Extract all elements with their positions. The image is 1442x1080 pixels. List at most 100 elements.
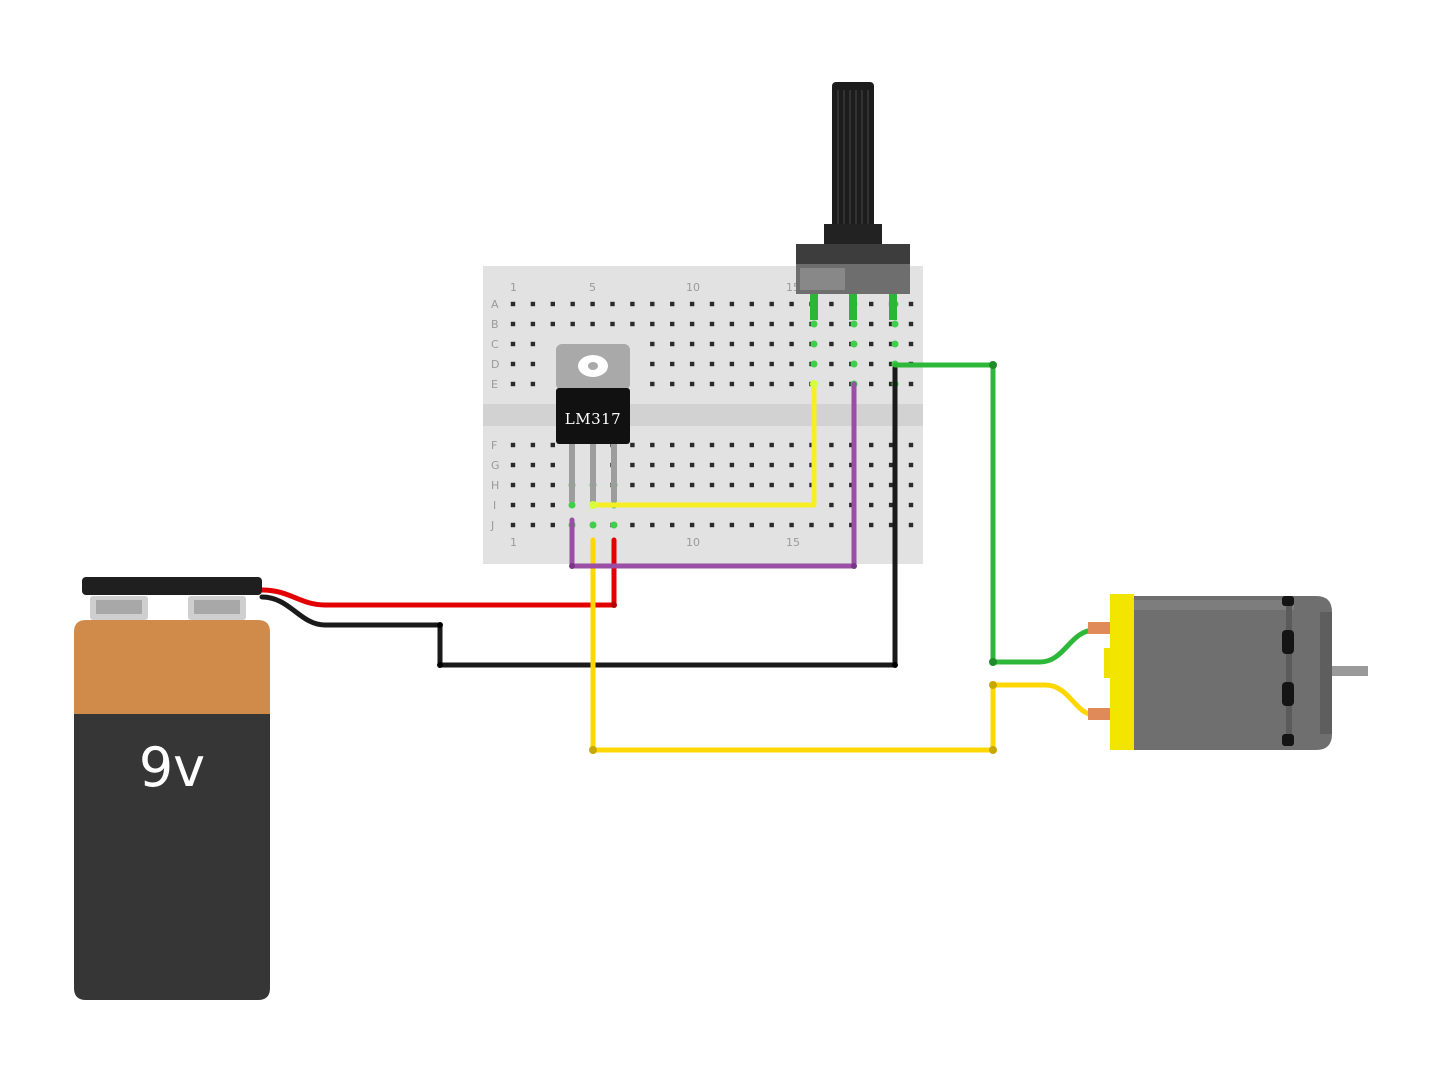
breadboard-hole [670,341,675,347]
row-label-f: F [491,439,497,452]
potentiometer [796,82,910,320]
lm317-regulator: LM317 [556,344,630,502]
breadboard-hole [689,522,695,528]
breadboard-hole [849,522,854,528]
breadboard-hole [789,381,794,387]
breadboard-hole [689,482,695,488]
breadboard-hole [908,341,914,347]
breadboard-hole [829,502,834,508]
motor-shaft [1332,666,1368,676]
breadboard-hole [789,361,794,367]
breadboard-hole [650,482,655,488]
breadboard-hole [829,361,834,367]
breadboard-hole [670,482,675,488]
breadboard-hole [510,482,516,488]
breadboard-hole [908,502,914,508]
breadboard-hole [769,462,774,468]
breadboard-hole-connected [850,340,858,348]
col-label-top-5: 5 [589,281,596,294]
breadboard-hole [769,381,774,387]
breadboard-hole [849,462,854,468]
battery-9v: 9v [74,577,270,1000]
col-label-top-10: 10 [686,281,700,294]
breadboard-hole [550,301,555,307]
breadboard-hole [849,502,854,508]
breadboard-hole [809,522,814,528]
battery-label: 9v [139,736,205,799]
wire-purple-adjust [569,381,857,569]
breadboard-hole [829,381,834,387]
breadboard-hole [650,301,655,307]
breadboard-hole [869,462,874,468]
breadboard-hole [749,522,754,528]
breadboard-hole [689,442,695,448]
wire-black-battery-negative [259,365,898,668]
breadboard-hole [729,522,735,528]
breadboard-hole [530,462,536,468]
breadboard-hole [650,522,655,528]
breadboard-hole [789,482,794,488]
breadboard-hole [869,482,874,488]
breadboard-hole [829,462,834,468]
breadboard-hole [789,522,794,528]
breadboard-hole [550,502,555,508]
breadboard-hole [709,341,715,347]
breadboard-hole [650,321,655,327]
regulator-pin-out [590,444,596,502]
breadboard-hole [570,301,575,307]
breadboard-hole [530,502,536,508]
breadboard-hole [769,482,774,488]
breadboard-hole-connected [568,501,576,509]
breadboard-hole [749,341,754,347]
row-label-h: H [491,479,499,492]
breadboard-hole [769,522,774,528]
breadboard-hole [908,522,914,528]
potentiometer-pin-2 [849,294,857,320]
row-label-i: I [493,499,496,512]
motor-vent-1 [1282,630,1294,654]
breadboard-hole [689,321,695,327]
row-label-g: G [491,459,500,472]
breadboard-hole [789,442,794,448]
breadboard-hole-connected [810,360,818,368]
breadboard-hole [829,442,834,448]
col-label-bottom-15: 15 [786,536,800,549]
breadboard-hole [908,442,914,448]
dc-motor [1088,594,1368,750]
row-label-d: D [491,358,499,371]
breadboard-hole [908,301,914,307]
breadboard-hole [630,482,635,488]
breadboard-hole [510,301,516,307]
breadboard-hole [550,522,555,528]
breadboard-hole [829,482,834,488]
breadboard-hole [610,321,615,327]
wires [259,362,1098,753]
breadboard-hole [769,442,774,448]
breadboard-hole [908,482,914,488]
wire-red-battery-positive [259,537,617,608]
row-label-e: E [491,378,498,391]
breadboard-hole [749,381,754,387]
row-label-j: J [490,519,494,532]
breadboard-hole [888,361,894,367]
breadboard-hole [829,321,834,327]
breadboard-hole [829,301,834,307]
breadboard-hole-connected [810,340,818,348]
breadboard-hole [709,361,715,367]
motor-terminal-bottom [1088,708,1110,720]
breadboard-hole [689,301,695,307]
breadboard-hole [789,321,794,327]
breadboard-hole [709,522,715,528]
breadboard-hole [729,321,735,327]
breadboard-hole-connected [589,521,597,529]
breadboard-hole [689,462,695,468]
motor-end-cap [1110,594,1134,750]
breadboard-hole [630,321,635,327]
breadboard-hole [749,462,754,468]
breadboard-hole [729,361,735,367]
breadboard-hole [650,442,655,448]
breadboard-hole [530,361,536,367]
breadboard-hole [769,321,774,327]
breadboard-hole [869,361,874,367]
